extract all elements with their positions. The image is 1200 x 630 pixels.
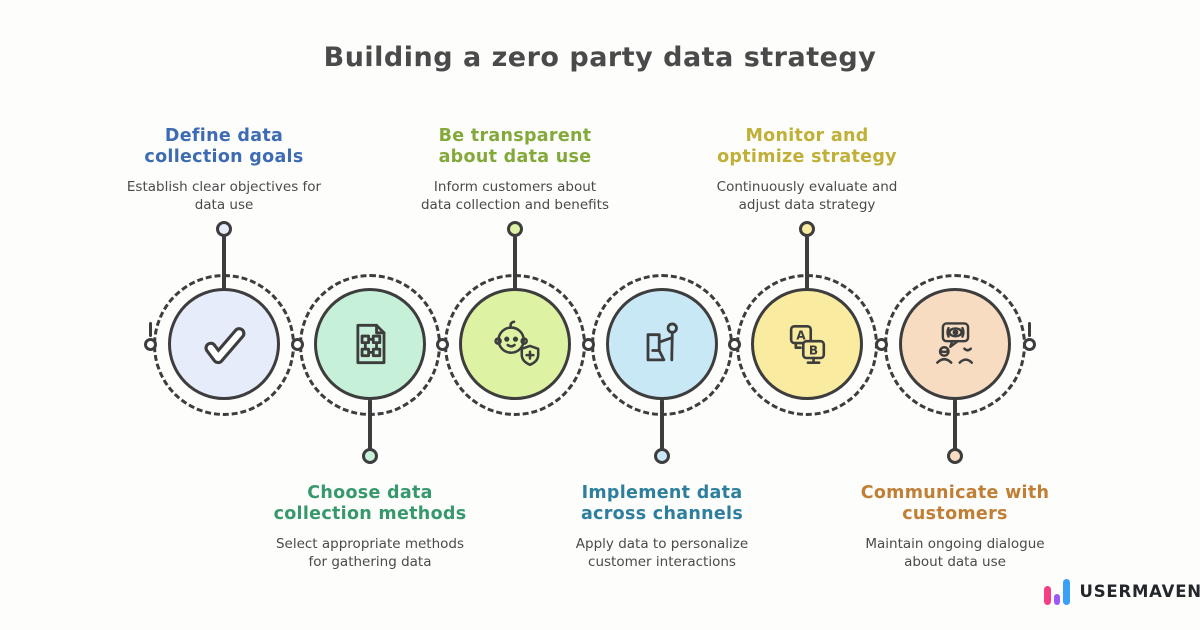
feedback-bubble-icon <box>936 322 974 364</box>
connector-line <box>805 236 809 292</box>
svg-text:B: B <box>809 344 818 358</box>
connector-line <box>513 236 517 292</box>
timeline-end-stem <box>148 322 152 337</box>
connector-dot <box>216 221 232 237</box>
step-heading: Be transparent about data use <box>438 126 592 168</box>
logo-bars-icon <box>1044 577 1073 605</box>
timeline-node <box>728 338 741 351</box>
timeline-node <box>143 338 157 351</box>
step-heading: Monitor and optimize strategy <box>717 126 897 168</box>
ab-test-icon: A B <box>789 324 826 364</box>
step-communicate-with-customers: Communicate with customers Maintain ongo… <box>825 0 1085 630</box>
step-implement-data-across-channels: Implement data across channels Apply dat… <box>532 0 792 630</box>
connector-dot <box>947 448 963 464</box>
step-circle <box>459 288 571 400</box>
step-circle <box>168 288 280 400</box>
logo-bar-purple <box>1053 594 1060 605</box>
step-circle: A B <box>751 288 863 400</box>
connector-dot <box>654 448 670 464</box>
connector-dot <box>799 221 815 237</box>
step-heading: Define data collection goals <box>144 126 304 168</box>
kiosk-person-icon <box>646 322 678 362</box>
step-subtitle: Continuously evaluate and adjust data st… <box>716 179 898 213</box>
logo-bar-pink <box>1044 586 1051 605</box>
step-be-transparent-about-data-use: Be transparent about data use Inform cus… <box>385 0 645 630</box>
step-circle <box>899 288 1011 400</box>
logo-bar-blue <box>1063 579 1070 605</box>
step-choose-data-collection-methods: Choose data collection methods Select ap… <box>240 0 500 630</box>
timeline-node <box>582 338 595 351</box>
connector-dot <box>507 221 523 237</box>
timeline-node <box>290 338 304 351</box>
checkmark-icon <box>204 327 246 365</box>
timeline-end-stem <box>1027 322 1031 337</box>
step-subtitle: Establish clear objectives for data use <box>126 179 322 213</box>
step-heading: Choose data collection methods <box>273 483 467 525</box>
step-subtitle: Maintain ongoing dialogue about data use <box>865 536 1045 570</box>
step-subtitle: Select appropriate methods for gathering… <box>275 536 465 570</box>
timeline-node <box>874 338 888 351</box>
step-heading: Implement data across channels <box>580 483 744 525</box>
page-title: Building a zero party data strategy <box>323 42 877 73</box>
step-subtitle: Apply data to personalize customer inter… <box>575 536 749 570</box>
svg-text:A: A <box>796 328 806 342</box>
step-heading: Communicate with customers <box>860 483 1050 525</box>
connector-line <box>368 399 372 452</box>
connector-line <box>222 236 226 292</box>
step-circle <box>606 288 718 400</box>
timeline-node <box>436 338 449 351</box>
usermaven-logo: USERMAVEN <box>1044 577 1200 605</box>
baby-shield-icon <box>494 320 540 367</box>
step-circle <box>314 288 426 400</box>
connector-dot <box>362 448 378 464</box>
timeline-node <box>1022 338 1036 351</box>
step-subtitle: Inform customers about data collection a… <box>420 179 610 213</box>
vector-file-icon <box>356 323 386 365</box>
connector-line <box>660 399 664 452</box>
step-define-data-collection-goals: Define data collection goals Establish c… <box>94 0 354 630</box>
connector-line <box>953 399 957 452</box>
step-monitor-and-optimize-strategy: Monitor and optimize strategy Continuous… <box>677 0 937 630</box>
logo-text: USERMAVEN <box>1079 581 1200 601</box>
